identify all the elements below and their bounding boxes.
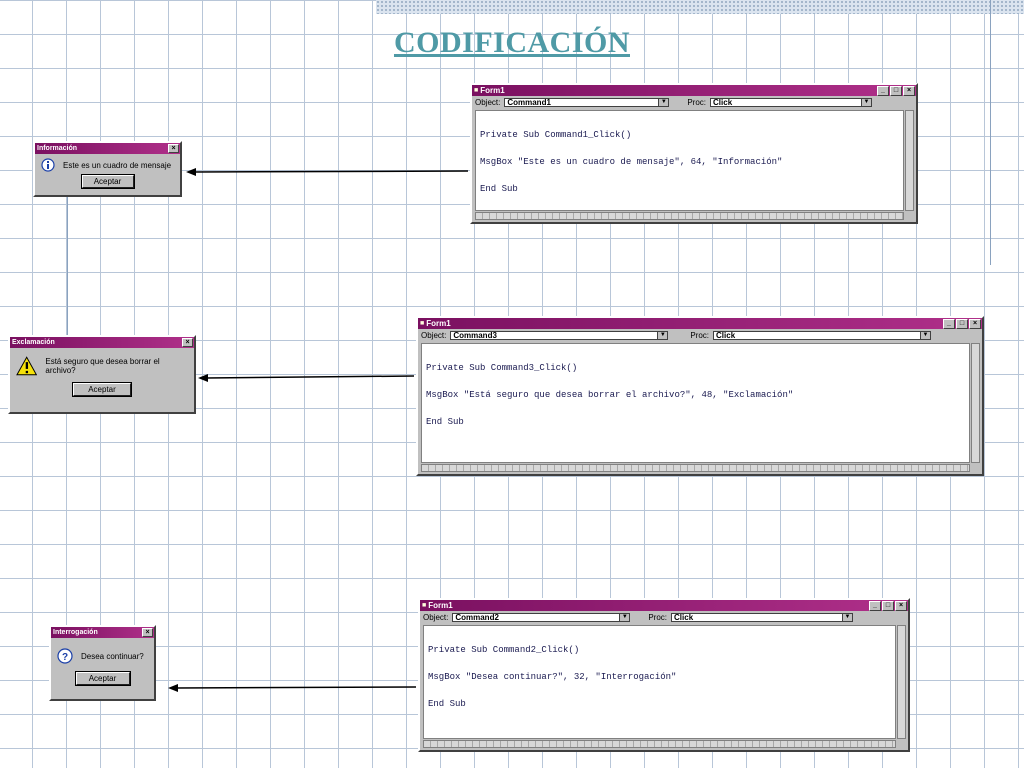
code-line: End Sub [480, 184, 518, 194]
arrow-2 [198, 374, 415, 382]
proc-select[interactable]: Click ▼ [710, 98, 873, 107]
horizontal-scrollbar[interactable] [423, 740, 896, 748]
proc-label: Proc: [687, 98, 707, 107]
code-window-titlebar: ■ Form1 _ □ × [472, 85, 916, 96]
close-icon[interactable]: × [142, 628, 153, 637]
code-window-2: ■ Form1 _ □ × Object: Command3 ▼ Proc: C… [416, 316, 984, 476]
code-line: Private Sub Command3_Click() [426, 363, 578, 373]
code-line: Private Sub Command2_Click() [428, 645, 580, 655]
msgbox-body: ? Desea continuar? [51, 638, 154, 666]
code-window-1: ■ Form1 _ □ × Object: Command1 ▼ Proc: C… [470, 83, 918, 224]
msgbox-information: Información × Este es un cuadro de mensa… [33, 141, 182, 197]
minimize-icon[interactable]: _ [869, 600, 881, 611]
accept-button[interactable]: Aceptar [80, 174, 135, 189]
vertical-rule-left [67, 197, 68, 335]
msgbox-titlebar: Exclamación × [10, 337, 194, 348]
msgbox-body: Este es un cuadro de mensaje [35, 154, 180, 174]
vb-form-icon: ■ [474, 87, 479, 94]
code-window-title: Form1 [480, 86, 505, 95]
information-icon [41, 158, 55, 172]
arrow-3 [168, 684, 417, 692]
code-window-title: Form1 [428, 601, 453, 610]
accept-button[interactable]: Aceptar [74, 671, 131, 686]
object-label: Object: [421, 331, 447, 340]
vertical-scrollbar[interactable] [897, 625, 906, 739]
code-editor[interactable]: Private Sub Command1_Click() MsgBox "Est… [475, 110, 904, 211]
code-window-3: ■ Form1 _ □ × Object: Command2 ▼ Proc: C… [418, 598, 910, 752]
chevron-down-icon[interactable]: ▼ [658, 99, 669, 106]
maximize-icon[interactable]: □ [890, 85, 902, 96]
proc-select[interactable]: Click ▼ [671, 613, 854, 622]
minimize-icon[interactable]: _ [943, 318, 955, 329]
proc-select-value: Click [713, 98, 733, 107]
vb-form-icon: ■ [422, 602, 427, 609]
object-select-value: Command1 [507, 98, 551, 107]
code-line: MsgBox "Está seguro que desea borrar el … [426, 390, 794, 400]
svg-text:?: ? [62, 652, 68, 663]
msgbox-message: Desea continuar? [81, 651, 144, 661]
close-icon[interactable]: × [168, 144, 179, 153]
code-window-selectors: Object: Command1 ▼ Proc: Click ▼ [472, 96, 916, 109]
object-select[interactable]: Command3 ▼ [450, 331, 669, 340]
vb-form-icon: ■ [420, 320, 425, 327]
msgbox-exclamation: Exclamación × Está seguro que desea borr… [8, 335, 196, 414]
close-icon[interactable]: × [182, 338, 193, 347]
proc-select-value: Click [716, 331, 736, 340]
msgbox-message: Este es un cuadro de mensaje [63, 160, 172, 170]
msgbox-title: Información [37, 145, 78, 152]
code-line: Private Sub Command1_Click() [480, 130, 632, 140]
vertical-rule-right [990, 0, 991, 265]
arrow-1 [186, 168, 469, 176]
chevron-down-icon[interactable]: ▼ [920, 332, 931, 339]
horizontal-scrollbar[interactable] [421, 464, 970, 472]
msgbox-titlebar: Información × [35, 143, 180, 154]
proc-label: Proc: [690, 331, 710, 340]
code-window-titlebar: ■ Form1 _ □ × [418, 318, 982, 329]
msgbox-titlebar: Interrogación × [51, 627, 154, 638]
msgbox-body: Está seguro que desea borrar el archivo? [10, 348, 194, 378]
code-window-selectors: Object: Command3 ▼ Proc: Click ▼ [418, 329, 982, 342]
code-window-titlebar: ■ Form1 _ □ × [420, 600, 908, 611]
msgbox-message: Está seguro que desea borrar el archivo? [45, 357, 160, 375]
code-window-selectors: Object: Command2 ▼ Proc: Click ▼ [420, 611, 908, 624]
code-line: End Sub [426, 417, 464, 427]
code-window-title: Form1 [426, 319, 451, 328]
exclamation-icon [16, 356, 38, 376]
vertical-scrollbar[interactable] [971, 343, 980, 463]
proc-select[interactable]: Click ▼ [713, 331, 932, 340]
object-select[interactable]: Command2 ▼ [452, 613, 631, 622]
proc-label: Proc: [648, 613, 668, 622]
msgbox-title: Exclamación [12, 339, 55, 346]
close-icon[interactable]: × [895, 600, 907, 611]
object-select-value: Command3 [453, 331, 497, 340]
object-label: Object: [423, 613, 449, 622]
object-select-value: Command2 [455, 613, 499, 622]
object-label: Object: [475, 98, 501, 107]
code-editor[interactable]: Private Sub Command3_Click() MsgBox "Est… [421, 343, 970, 463]
chevron-down-icon[interactable]: ▼ [619, 614, 630, 621]
code-line: MsgBox "Este es un cuadro de mensaje", 6… [480, 157, 783, 167]
msgbox-title: Interrogación [53, 629, 98, 636]
chevron-down-icon[interactable]: ▼ [657, 332, 668, 339]
page-title: CODIFICACIÓN [393, 26, 630, 59]
code-editor[interactable]: Private Sub Command2_Click() MsgBox "Des… [423, 625, 896, 739]
code-line: MsgBox "Desea continuar?", 32, "Interrog… [428, 672, 677, 682]
question-icon: ? [57, 648, 73, 664]
msgbox-question: Interrogación × ? Desea continuar? Acept… [49, 625, 156, 701]
maximize-icon[interactable]: □ [882, 600, 894, 611]
vertical-scrollbar[interactable] [905, 110, 914, 211]
minimize-icon[interactable]: _ [877, 85, 889, 96]
object-select[interactable]: Command1 ▼ [504, 98, 670, 107]
top-decorative-band [376, 0, 1024, 14]
horizontal-scrollbar[interactable] [475, 212, 904, 220]
code-line: End Sub [428, 699, 466, 709]
chevron-down-icon[interactable]: ▼ [842, 614, 853, 621]
close-icon[interactable]: × [969, 318, 981, 329]
close-icon[interactable]: × [903, 85, 915, 96]
chevron-down-icon[interactable]: ▼ [861, 99, 872, 106]
maximize-icon[interactable]: □ [956, 318, 968, 329]
accept-button[interactable]: Aceptar [72, 382, 132, 397]
proc-select-value: Click [674, 613, 694, 622]
